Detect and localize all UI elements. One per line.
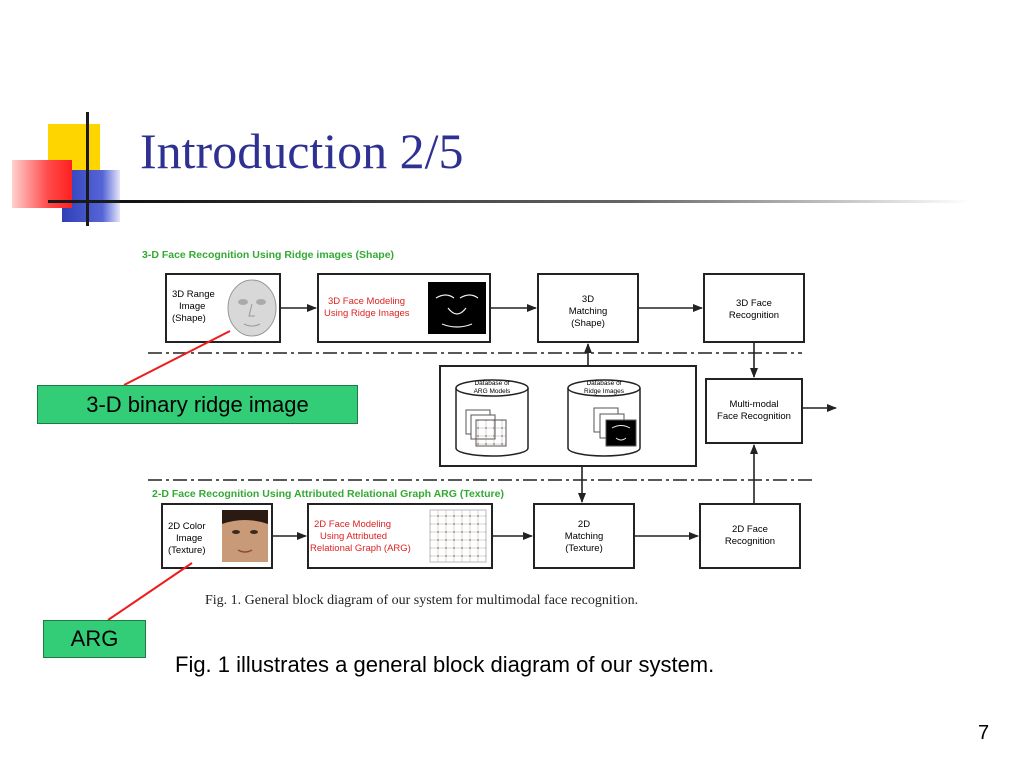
range-image-label-3: (Shape) xyxy=(172,313,206,324)
2d-modeling-label-1: 2D Face Modeling xyxy=(314,519,391,530)
3d-modeling-label-1: 3D Face Modeling xyxy=(328,296,405,307)
2d-matching-box: 2D Matching (Texture) xyxy=(533,503,635,569)
3d-matching-label-1: 3D xyxy=(582,294,594,305)
3d-modeling-label-2: Using Ridge Images xyxy=(324,308,410,319)
arg-db-label-1: Database of xyxy=(474,380,509,387)
face-photo-icon xyxy=(222,510,268,562)
arg-graph-icon xyxy=(429,509,487,563)
color-image-label-3: (Texture) xyxy=(168,545,205,556)
ridge-db-label-2: Ridge Images xyxy=(584,388,625,395)
2d-modeling-label-2: Using Attributed xyxy=(320,531,387,542)
title-decoration-vertical-line xyxy=(86,112,89,226)
range-image-label-1: 3D Range xyxy=(172,289,215,300)
ridge-image-icon xyxy=(428,282,486,334)
title-underline xyxy=(120,200,970,203)
3d-face-icon xyxy=(227,279,277,337)
arg-db-label-2: ARG Models xyxy=(474,388,512,395)
3d-matching-label-3: (Shape) xyxy=(571,318,605,329)
title-decoration-horizontal-line xyxy=(48,200,144,203)
2d-face-modeling-box: 2D Face Modeling Using Attributed Relati… xyxy=(307,503,493,569)
figure-caption: Fig. 1. General block diagram of our sys… xyxy=(205,593,638,608)
top-section-heading: 3-D Face Recognition Using Ridge images … xyxy=(142,249,394,261)
slide-number: 7 xyxy=(978,722,990,744)
callout-arg: ARG xyxy=(43,620,146,658)
3d-recognition-label-1: 3D Face xyxy=(736,298,772,309)
2d-matching-label-1: 2D xyxy=(578,519,590,530)
2d-recognition-label-2: Recognition xyxy=(725,536,775,547)
3d-matching-label-2: Matching xyxy=(569,306,608,317)
color-image-box: 2D Color Image (Texture) xyxy=(161,503,273,569)
3d-recognition-label-2: Recognition xyxy=(729,310,779,321)
arg-database-icon: Database of ARG Models xyxy=(455,379,529,457)
3d-matching-box: 3D Matching (Shape) xyxy=(537,273,639,343)
3d-face-recognition-box: 3D Face Recognition xyxy=(703,273,805,343)
color-image-label-1: 2D Color xyxy=(168,521,206,532)
range-image-label-2: Image xyxy=(179,301,205,312)
slide-title: Introduction 2/5 xyxy=(140,123,464,179)
3d-face-modeling-box: 3D Face Modeling Using Ridge Images xyxy=(317,273,491,343)
multimodal-recognition-box: Multi-modal Face Recognition xyxy=(705,378,803,444)
bottom-section-heading: 2-D Face Recognition Using Attributed Re… xyxy=(152,488,504,500)
2d-matching-label-3: (Texture) xyxy=(565,543,602,554)
color-image-label-2: Image xyxy=(176,533,202,544)
ridge-db-label-1: Database of xyxy=(586,380,621,387)
database-container: Database of ARG Models Database of Ridge… xyxy=(439,365,697,467)
multimodal-label-1: Multi-modal xyxy=(729,399,778,410)
2d-matching-label-2: Matching xyxy=(565,531,604,542)
2d-modeling-label-3: Relational Graph (ARG) xyxy=(310,543,411,554)
2d-recognition-label-1: 2D Face xyxy=(732,524,768,535)
slide-caption: Fig. 1 illustrates a general block diagr… xyxy=(175,652,715,677)
range-image-box: 3D Range Image (Shape) xyxy=(165,273,281,343)
multimodal-label-2: Face Recognition xyxy=(717,411,791,422)
ridge-database-icon: Database of Ridge Images xyxy=(567,379,641,457)
2d-face-recognition-box: 2D Face Recognition xyxy=(699,503,801,569)
block-diagram: 3-D Face Recognition Using Ridge images … xyxy=(142,249,837,608)
callout-binary-ridge-image: 3-D binary ridge image xyxy=(37,385,358,424)
